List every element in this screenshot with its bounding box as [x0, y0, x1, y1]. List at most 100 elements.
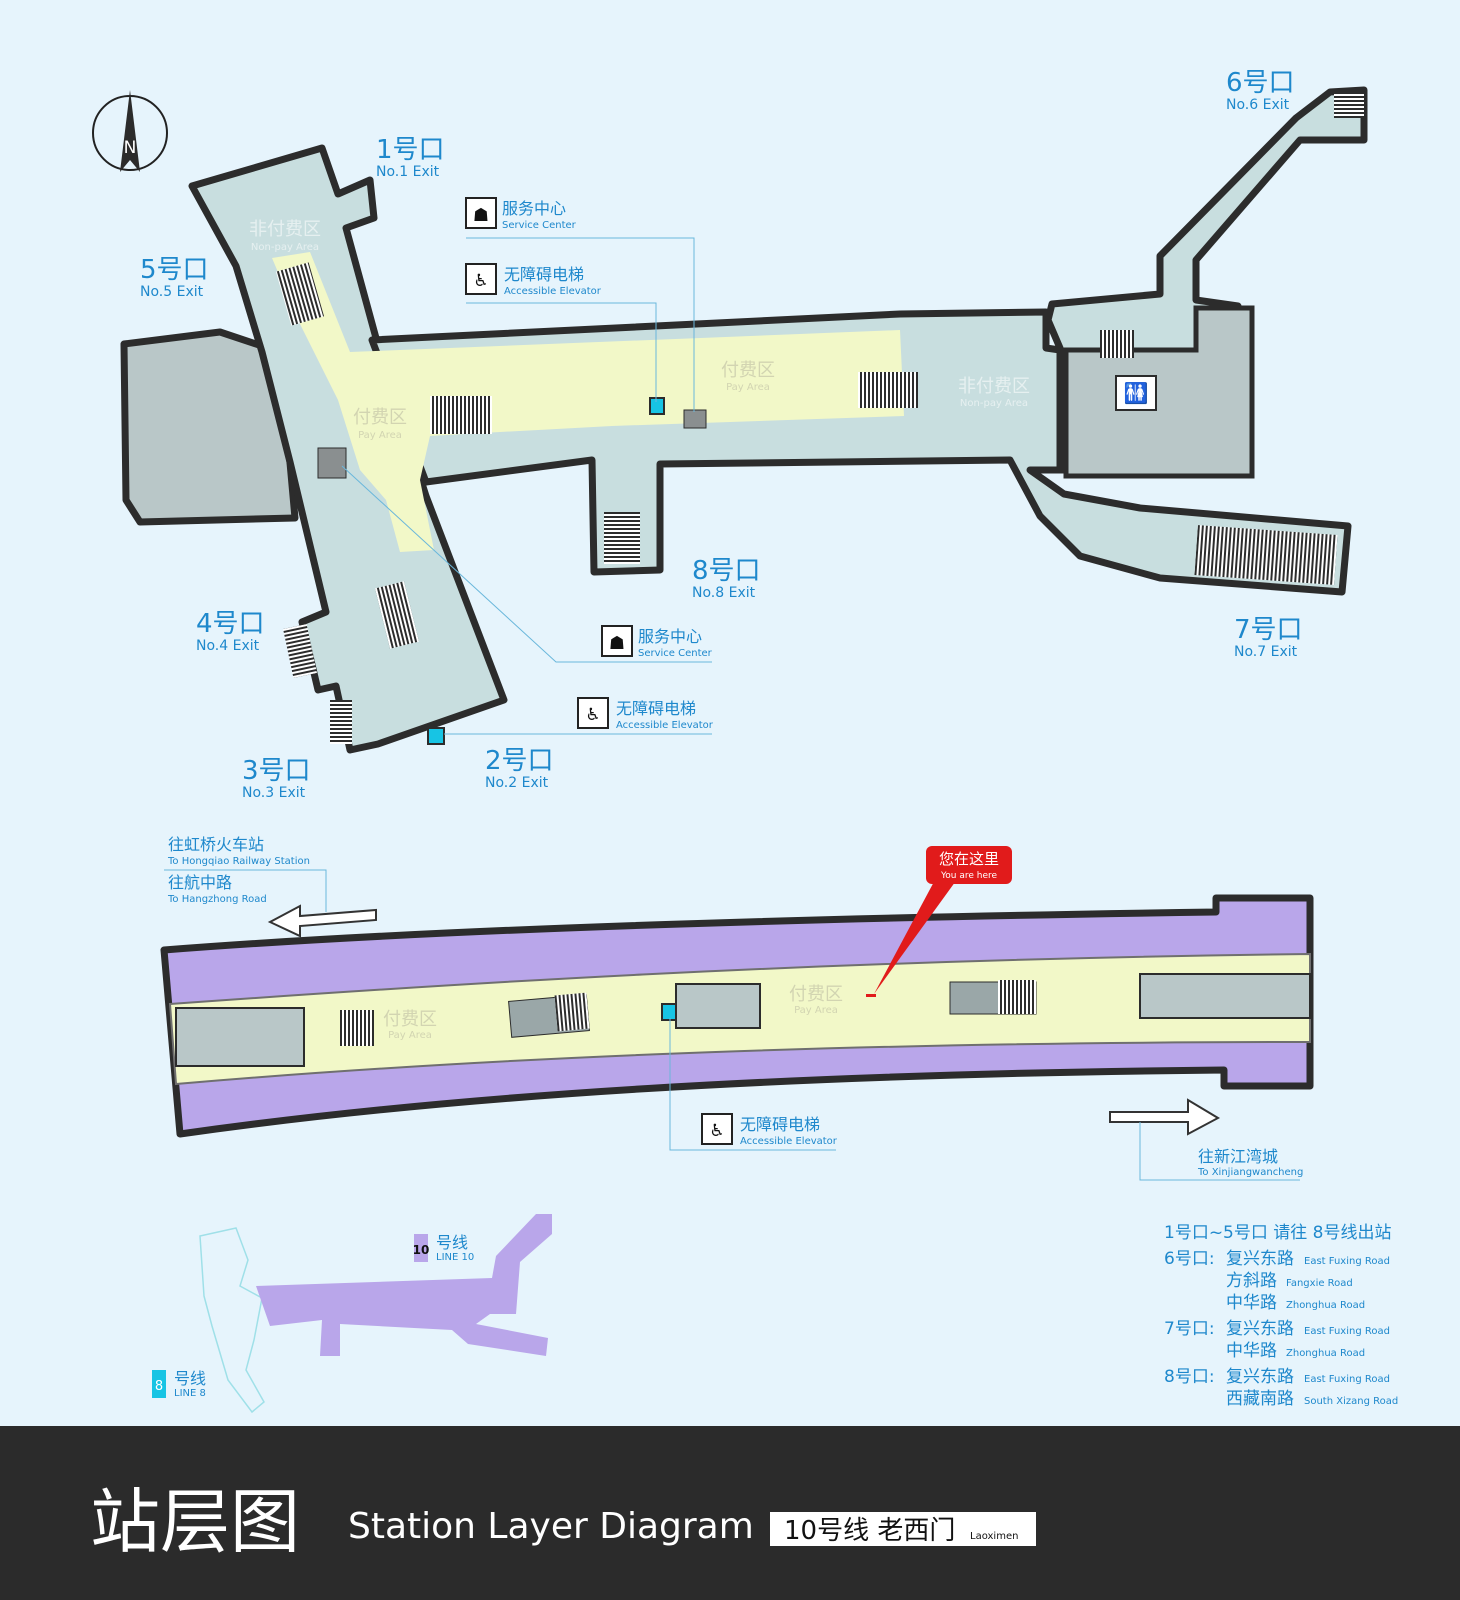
exit-2-cn: 2号口	[485, 746, 554, 776]
direction-west: 往虹桥火车站 To Hongqiao Railway Station 往航中路 …	[164, 835, 377, 938]
service-center-glyph: ☗	[473, 205, 489, 226]
exit-note-row-4-en: Zhonghua Road	[1286, 1348, 1365, 1359]
nonpay-label-en-2: Non-pay Area	[960, 398, 1028, 409]
platform-stair-2-steps	[554, 992, 590, 1032]
equipment-room-west	[120, 328, 299, 526]
service-center-glyph-2: ☗	[609, 633, 625, 654]
service-center-cn-2: 服务中心	[638, 627, 702, 646]
footer-title-cn: 站层图	[90, 1481, 300, 1563]
exit-note-row-6-en: South Xizang Road	[1304, 1396, 1398, 1407]
stairs-exit-8	[604, 512, 640, 564]
leader-elevator-3	[669, 1018, 836, 1151]
exit-note-row-0-en: East Fuxing Road	[1304, 1256, 1390, 1267]
stairs-exit-6	[1334, 92, 1364, 118]
facility-elevator-3: ♿ 无障碍电梯 Accessible Elevator	[701, 1113, 838, 1147]
west-2-cn: 往航中路	[168, 873, 232, 892]
line-8-badge	[152, 1370, 166, 1398]
exit-1-cn: 1号口	[376, 135, 445, 165]
exit-note-row-2-cn: 中华路	[1226, 1293, 1277, 1313]
west-1-en: To Hongqiao Railway Station	[167, 856, 310, 867]
leader-service-2	[341, 465, 712, 663]
exit-5-en: No.5 Exit	[140, 284, 204, 300]
pay-label-cn-2: 付费区	[721, 360, 775, 381]
exit-4-cn: 4号口	[196, 609, 265, 639]
arrow-left-icon	[267, 904, 377, 938]
west-1-cn: 往虹桥火车站	[168, 835, 264, 854]
exit-note-row-3-exit: 7号口:	[1164, 1319, 1215, 1339]
escalator-south	[374, 581, 420, 649]
accessible-elevator-icon	[465, 263, 497, 295]
restroom-icon	[1115, 375, 1157, 411]
station-name-en: Laoximen	[970, 1531, 1018, 1542]
exit-8-en: No.8 Exit	[692, 585, 756, 601]
you-are-here-cn: 您在这里	[939, 850, 999, 868]
exit-note-row-0-exit: 6号口:	[1164, 1249, 1215, 1269]
nonpay-label-cn-2: 非付费区	[958, 376, 1030, 397]
exit-3-en: No.3 Exit	[242, 785, 306, 801]
accessible-elevator-icon-3	[701, 1113, 733, 1145]
wheelchair-glyph-3: ♿	[709, 1121, 724, 1141]
exit-5-cn: 5号口	[140, 255, 209, 285]
exit-4-en: No.4 Exit	[196, 638, 260, 654]
you-are-here-pointer	[874, 878, 958, 994]
facility-service-2: ☗ 服务中心 Service Center	[601, 625, 713, 659]
elevator-en-2: Accessible Elevator	[616, 720, 714, 731]
exit-6-cn: 6号口	[1226, 68, 1295, 98]
accessible-elevator-icon-2	[577, 697, 609, 729]
exit-note-row-3-en: East Fuxing Road	[1304, 1326, 1390, 1337]
exit-note-row-5-exit: 8号口:	[1164, 1367, 1215, 1387]
exit-1-en: No.1 Exit	[376, 164, 440, 180]
leader-elevator-1	[466, 302, 657, 402]
elevator-cn-1: 无障碍电梯	[504, 265, 584, 284]
service-block-1	[317, 447, 347, 479]
elevator-concourse-2	[427, 727, 445, 745]
compass-label: N	[124, 138, 137, 158]
platform-room-west	[175, 1007, 305, 1067]
exit-note-row-2-en: Zhonghua Road	[1286, 1300, 1365, 1311]
elevator-en-1: Accessible Elevator	[504, 286, 602, 297]
footer: 站层图 Station Layer Diagram 10号线 老西门 Laoxi…	[0, 1426, 1460, 1600]
area-labels-platform: 付费区 Pay Area 付费区 Pay Area	[383, 984, 843, 1041]
stairs-east	[1100, 330, 1134, 358]
exit-8-cn: 8号口	[692, 556, 761, 586]
facility-service-1: ☗ 服务中心 Service Center	[465, 197, 577, 231]
stairs-exit-3	[330, 700, 352, 744]
line-8-outline	[199, 1227, 265, 1414]
you-are-here-en: You are here	[940, 871, 998, 881]
elevator-concourse-1	[649, 397, 665, 415]
pay-label-en-4: Pay Area	[794, 1005, 838, 1016]
exit-note-row-4-cn: 中华路	[1226, 1341, 1277, 1361]
exit-labels: 1号口 No.1 Exit 2号口 No.2 Exit 3号口 No.3 Exi…	[140, 68, 1303, 801]
service-center-en-2: Service Center	[638, 648, 713, 659]
elevator-cn-3: 无障碍电梯	[740, 1115, 820, 1134]
footer-title-en: Station Layer Diagram	[348, 1506, 754, 1547]
line-8-cn: 号线	[174, 1369, 206, 1388]
line-8-num: 8	[155, 1379, 163, 1394]
leader-service-1	[466, 237, 695, 412]
escalator-north	[275, 262, 325, 326]
platform-room-center	[675, 983, 761, 1029]
service-center-icon-2	[601, 625, 633, 657]
pay-label-en-3: Pay Area	[388, 1030, 432, 1041]
line-10-cn: 号线	[436, 1233, 468, 1252]
direction-east: 往新江湾城 To Xinjiangwancheng	[1109, 1098, 1303, 1181]
wheelchair-glyph-2: ♿	[585, 705, 600, 725]
exit-note-row-5-en: East Fuxing Road	[1304, 1374, 1390, 1385]
you-are-here-bubble	[926, 846, 1012, 884]
pay-label-cn-4: 付费区	[789, 984, 843, 1005]
exit-7-en: No.7 Exit	[1234, 644, 1298, 660]
you-are-here-dot	[866, 994, 876, 997]
escalator-concourse-1	[430, 396, 492, 434]
line-10-en: LINE 10	[436, 1252, 474, 1263]
facility-elevator-1: ♿ 无障碍电梯 Accessible Elevator	[465, 263, 602, 297]
concourse-level: 🚻	[120, 86, 1368, 754]
leader-east	[1139, 1122, 1300, 1181]
north-compass: N	[92, 90, 168, 172]
wheelchair-glyph: ♿	[473, 271, 488, 291]
platform-stair-1	[340, 1010, 374, 1046]
pay-area-concourse	[272, 252, 904, 552]
escalator-concourse-2	[858, 372, 918, 408]
exit-note-row-5-cn: 复兴东路	[1226, 1367, 1294, 1387]
